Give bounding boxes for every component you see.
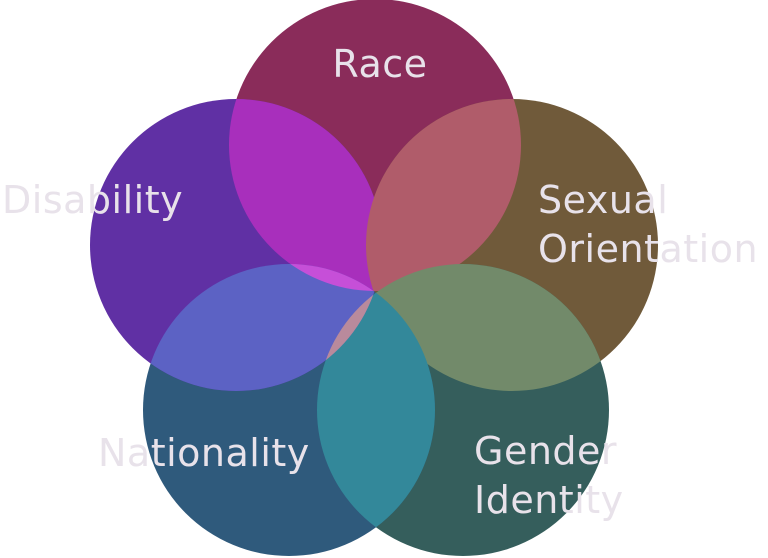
gender-identity-nationality-overlap: [317, 264, 435, 556]
disability-label: Disability: [2, 178, 183, 222]
race-label-line: Race: [332, 42, 427, 86]
nationality-label-line: Nationality: [98, 431, 310, 475]
gender-identity-label-line: Gender: [474, 429, 617, 473]
race-label: Race: [332, 42, 427, 86]
sexual-orientation-label-line: Sexual: [538, 178, 668, 222]
disability-label-line: Disability: [2, 178, 183, 222]
gender-identity-label-line: Identity: [474, 478, 624, 522]
nationality-label: Nationality: [98, 431, 310, 475]
sexual-orientation-label-line: Orientation: [538, 227, 758, 271]
